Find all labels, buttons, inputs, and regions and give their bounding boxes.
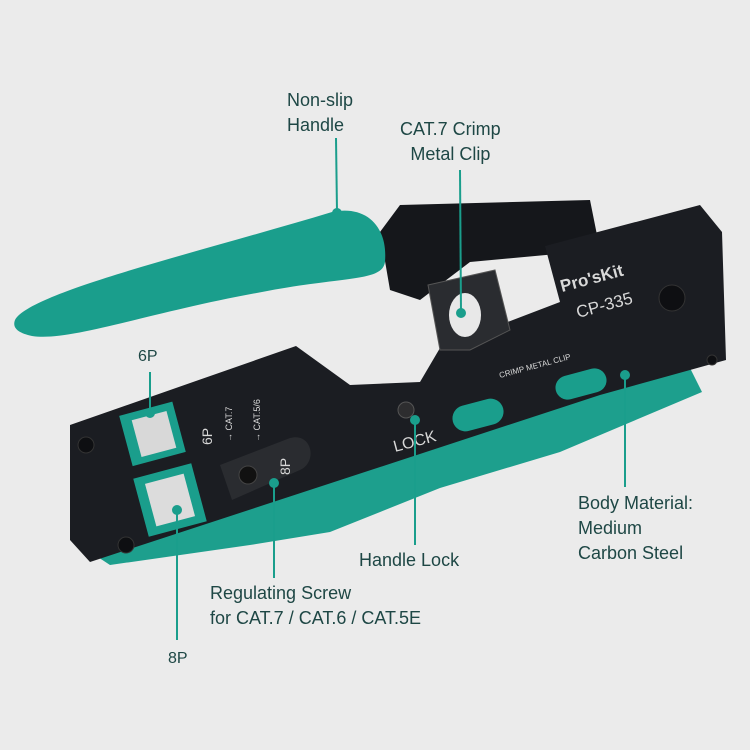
callout-line: CAT.7 Crimp [400, 119, 501, 139]
callout-body-material: Body Material: Medium Carbon Steel [578, 491, 693, 566]
cat56-engraving: → CAT.5/6 [252, 399, 262, 442]
leader-lines [145, 137, 630, 640]
callout-regulating-screw: Regulating Screw for CAT.7 / CAT.6 / CAT… [210, 581, 421, 631]
callout-line: Body Material: [578, 493, 694, 513]
callout-8p: 8P [168, 650, 188, 667]
callout-line: Medium [578, 518, 643, 538]
callout-line: for CAT.7 / CAT.6 / CAT.5E [210, 608, 422, 628]
callout-line: Metal Clip [410, 144, 491, 164]
non-slip-grip [14, 210, 386, 337]
callout-line: Handle [287, 115, 345, 135]
callout-crimp-clip: CAT.7 Crimp Metal Clip [400, 117, 501, 167]
callout-line: Regulating Screw [210, 583, 352, 603]
cat7-engraving: → CAT.7 [224, 407, 234, 442]
regulating-screw-plate [220, 437, 311, 500]
upper-handle [380, 200, 600, 300]
callout-handle-lock: Handle Lock [359, 550, 460, 570]
callout-non-slip-handle: Non-slip Handle [287, 88, 353, 138]
eight-p-engraving: 8P [277, 458, 293, 475]
callout-line: Non-slip [287, 90, 354, 110]
six-p-engraving: 6P [199, 428, 215, 445]
callout-6p: 6P [138, 348, 158, 365]
callout-line: Carbon Steel [578, 543, 684, 563]
